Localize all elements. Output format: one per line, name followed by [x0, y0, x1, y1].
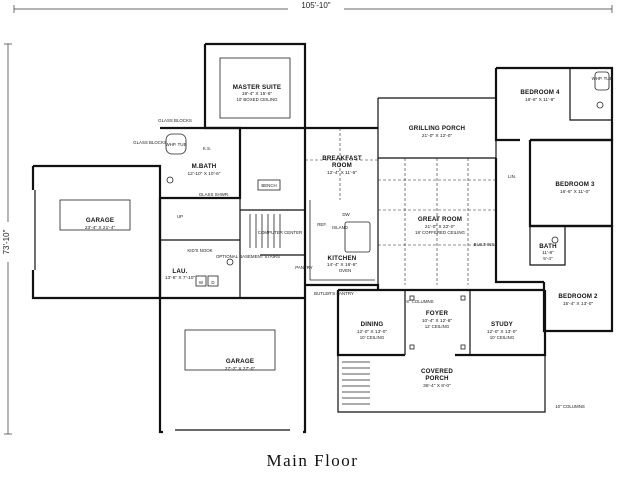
ref-note: REF.	[317, 222, 327, 227]
bedroom2-size: 15'-4" X 13'-0"	[563, 301, 594, 307]
coffered-ceiling-beams	[305, 128, 496, 285]
porch-steps	[342, 361, 370, 405]
dining-label: DINING	[361, 321, 384, 328]
foyer-note: 12' CEILING	[425, 324, 450, 329]
garage1-size: 23'-4" X 21'-4"	[85, 225, 116, 231]
optional-basement-stairs-note: OPTIONAL BASEMENT STAIRS	[216, 254, 280, 259]
foyer-label: FOYER	[426, 310, 449, 317]
computer-center-note: COMPUTER CENTER	[258, 230, 302, 235]
dw-note: DW	[342, 212, 350, 217]
bedroom4-label: BEDROOM 4	[520, 89, 560, 96]
bedroom3-label: BEDROOM 3	[555, 181, 595, 188]
kitchen-label: KITCHEN	[328, 255, 357, 262]
breakfast-label: BREAKFAST	[322, 155, 362, 162]
garage2-size: 27'-2" X 27'-0"	[225, 366, 256, 372]
mbath-label: M.BATH	[192, 163, 217, 170]
study-note: 10' CEILING	[490, 335, 515, 340]
whp-tub-b4-note: WHP. TUB	[592, 76, 613, 81]
foyer-size: 10'-4" X 12'-8"	[422, 318, 453, 324]
glass-blocks-left-note: GLASS BLOCKS	[133, 140, 167, 145]
bath-label: BATH	[539, 243, 557, 250]
great-room-note: 18' COFFERED CEILING	[415, 230, 465, 235]
covered-porch-label-2: PORCH	[425, 375, 449, 382]
garage2-label: GARAGE	[226, 358, 254, 365]
fixtures	[59, 57, 610, 405]
covered-porch-label: COVERED	[421, 368, 453, 375]
breakfast-size: 12'-4" X 11'-6"	[327, 170, 357, 176]
covered-porch-size: 36'-4" X 8'-0"	[423, 383, 451, 389]
whp-tub-note: WHP. TUB	[166, 142, 187, 147]
kitchen-size: 14'-4" X 16'-6"	[327, 262, 358, 268]
dryer-note: D	[211, 280, 214, 285]
bedroom4-size: 16'-6" X 11'-8"	[525, 97, 555, 103]
dining-note: 10' CEILING	[360, 335, 385, 340]
glass-shwr-note: GLASS SHWR.	[199, 192, 230, 197]
columns-8-note: 8" COLUMNS	[406, 299, 433, 304]
kids-nook-note: KID'S NOOK	[187, 248, 212, 253]
pantry-note: PANTRY	[295, 265, 312, 270]
study-size: 12'-0" X 13'-0"	[487, 329, 518, 335]
basement-stairs	[249, 214, 281, 248]
great-room-size: 21'-0" X 22'-0"	[425, 224, 456, 230]
lau-label: LAU.	[172, 268, 187, 275]
overall-width-dimension: 105'-10"	[301, 1, 330, 10]
garage-doors	[31, 190, 303, 434]
lau-size: 13'-6" X 7'-10"	[165, 275, 196, 281]
study-label: STUDY	[491, 321, 514, 328]
mbath-size: 12'-10" X 10'-6"	[188, 171, 221, 177]
dining-size: 12'-0" X 13'-0"	[357, 329, 388, 335]
breakfast-label-2: ROOM	[332, 162, 352, 169]
master-suite-note: 10' BOXED CEILING	[236, 97, 278, 102]
overall-depth-dimension: 73'-10"	[2, 229, 11, 254]
island-note: ISLAND	[332, 225, 348, 230]
grilling-porch-label: GRILLING PORCH	[409, 125, 466, 132]
built-ins-note: BUILT-INS	[474, 242, 495, 247]
columns-10-note: 10" COLUMNS	[555, 404, 585, 409]
master-suite-label: MASTER SUITE	[233, 84, 281, 91]
bedroom3-size: 16'-6" X 11'-0"	[560, 189, 590, 195]
ks-note: K.S.	[203, 146, 211, 151]
annotations: GLASS BLOCKS GLASS BLOCKS WHP. TUB K.S. …	[133, 76, 612, 409]
oven-note: OVEN	[339, 268, 351, 273]
grilling-porch-size: 21'-0" X 12'-0"	[422, 133, 453, 139]
bath-size: 11'-8"	[542, 250, 554, 256]
master-suite-size: 19'-4" X 15'-6"	[242, 91, 273, 97]
butlers-pantry-note: BUTLER'S PANTRY	[314, 291, 354, 296]
glass-blocks-top-note: GLASS BLOCKS	[158, 118, 192, 123]
bedroom2-label: BEDROOM 2	[558, 293, 598, 300]
walls	[31, 42, 614, 434]
bench-note: BENCH	[261, 183, 276, 188]
washer-note: W	[199, 280, 204, 285]
room-labels: MASTER SUITE 19'-4" X 15'-6" 10' BOXED C…	[85, 84, 598, 389]
great-room-label: GREAT ROOM	[418, 216, 462, 223]
lin-note: LIN.	[508, 174, 516, 179]
plan-title: Main Floor	[266, 451, 359, 470]
garage1-label: GARAGE	[86, 217, 114, 224]
up-note: UP	[177, 214, 183, 219]
bath-size-2: 5'-4"	[543, 256, 553, 262]
